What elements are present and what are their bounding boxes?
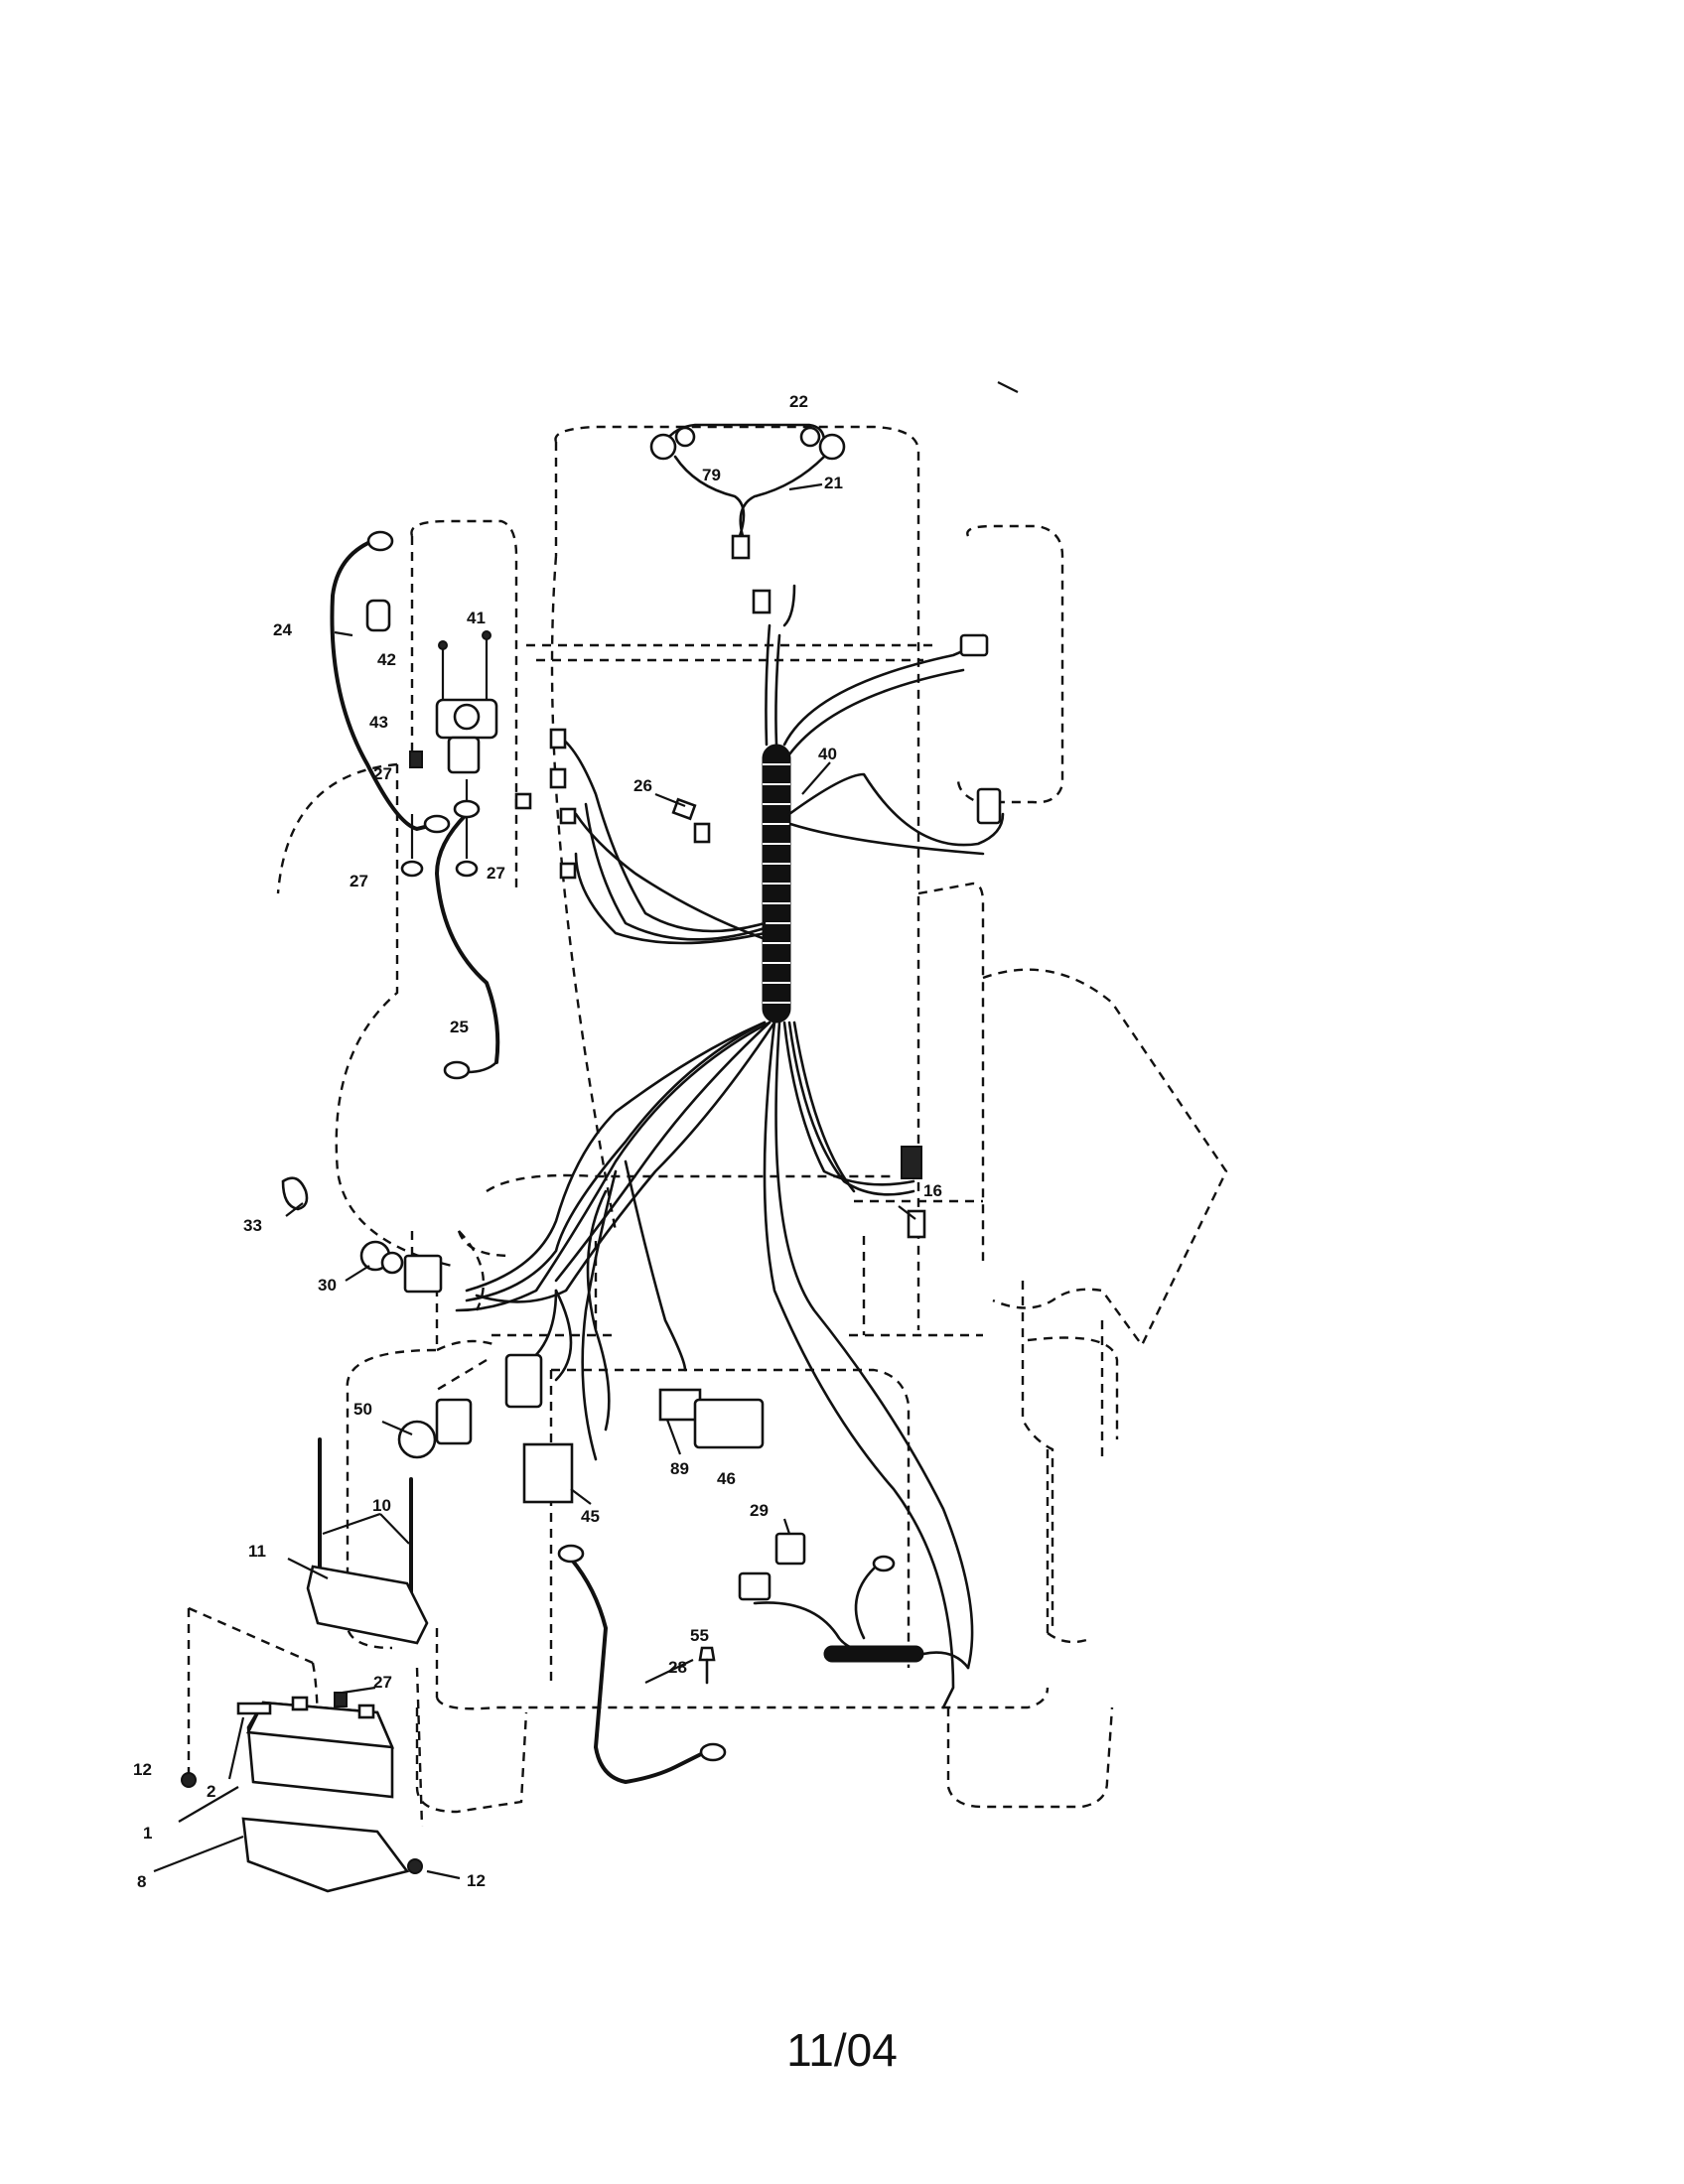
revision-date: 11/04 (786, 2024, 898, 2076)
callout-33: 33 (243, 1216, 262, 1235)
fuse-holder (671, 797, 711, 844)
callout-40: 40 (818, 745, 837, 763)
callout-22: 22 (789, 392, 808, 411)
callout-11: 11 (248, 1542, 266, 1561)
callout-30: 30 (318, 1276, 337, 1295)
callout-42: 42 (377, 650, 396, 669)
callout-24: 24 (273, 620, 292, 639)
ignition-switch (281, 1176, 443, 1294)
callout-12b: 12 (467, 1871, 486, 1890)
callout-79: 79 (702, 466, 721, 484)
ground-cable-24 (330, 539, 439, 832)
callout-46: 46 (717, 1469, 736, 1488)
cable-25 (434, 812, 500, 1064)
right-connectors (901, 633, 1002, 1239)
callout-89: 89 (670, 1459, 689, 1478)
callout-41: 41 (467, 609, 486, 627)
switch-29 (774, 1532, 806, 1566)
callout-45: 45 (581, 1507, 600, 1526)
callout-29: 29 (750, 1501, 769, 1520)
nut-27b (400, 860, 424, 878)
key-33 (281, 1176, 309, 1211)
headlight-harness-21 (673, 455, 746, 538)
callout-28: 28 (668, 1658, 687, 1677)
power-cables (330, 539, 717, 1785)
center-components (397, 1353, 806, 1601)
nut-27c (455, 860, 479, 878)
headlights (649, 423, 846, 614)
nut-12a (181, 1772, 197, 1788)
rear-coil (753, 1567, 970, 1670)
callout-50: 50 (353, 1400, 372, 1419)
battery-cable-28 (569, 1557, 717, 1785)
callout-25: 25 (450, 1018, 469, 1036)
bolt-55 (698, 1646, 716, 1685)
nut-12b (407, 1858, 423, 1874)
callout-27a: 27 (373, 764, 392, 783)
module-46 (693, 1398, 765, 1449)
callout-43: 43 (369, 713, 388, 732)
leader-lines (153, 381, 1019, 1880)
battery-tray-8 (241, 1817, 410, 1893)
callout-27c: 27 (487, 864, 505, 883)
callout-10: 10 (372, 1496, 391, 1515)
callout-21: 21 (824, 474, 843, 492)
callout-2: 2 (207, 1782, 215, 1801)
callout-8: 8 (137, 1872, 146, 1891)
tractor-outline (187, 425, 1228, 1828)
battery-assembly (181, 1437, 429, 1893)
callout-27b: 27 (350, 872, 368, 890)
hold-down-bracket-11 (306, 1565, 429, 1645)
callout-55: 55 (690, 1626, 709, 1645)
callout-12a: 12 (133, 1760, 152, 1779)
solenoid-assembly (365, 599, 498, 878)
switch-50 (435, 1398, 473, 1445)
callout-26: 26 (633, 776, 652, 795)
bolt-2 (236, 1702, 272, 1715)
nut-27d (334, 1692, 348, 1707)
ring-terminals (366, 530, 896, 1762)
terminal-boot-42 (365, 599, 391, 632)
callout-27d: 27 (373, 1673, 392, 1692)
module-45 (522, 1442, 574, 1504)
main-harness-coil (762, 744, 791, 1024)
callout-1: 1 (143, 1824, 152, 1843)
callout-labels: 22 79 21 24 41 42 43 27 27 27 26 40 25 3… (133, 392, 942, 1891)
callout-16: 16 (923, 1181, 942, 1200)
wire-harness (455, 584, 1005, 1709)
nut-27a (409, 751, 423, 768)
